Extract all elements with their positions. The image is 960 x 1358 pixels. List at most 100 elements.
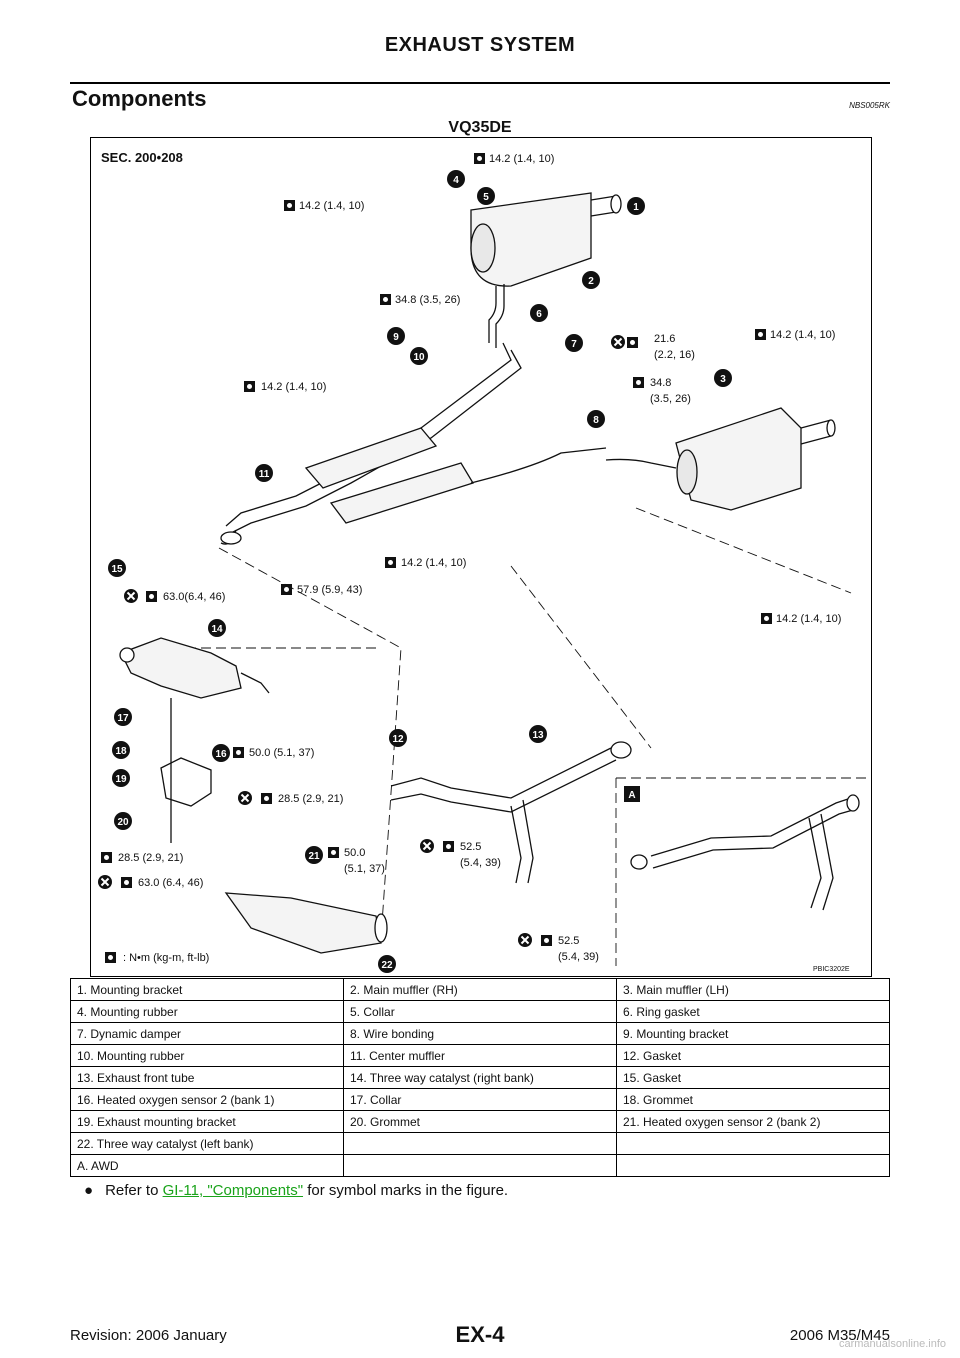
callout-22: 22 [381,960,393,971]
legend-row: 16. Heated oxygen sensor 2 (bank 1)17. C… [70,1088,890,1111]
torque-label: (3.5, 26) [650,393,691,405]
legend-cell: 3. Main muffler (LH) [616,978,890,1001]
torque-label: 50.0 (5.1, 37) [249,747,314,759]
watermark: carmanualsonline.info [838,1338,946,1350]
callout-1: 1 [633,202,639,213]
figure-title: VQ35DE [448,119,512,136]
torque-label: 57.9 (5.9, 43) [297,584,362,596]
header-rule [70,82,890,84]
torque-label: 28.5 (2.9, 21) [118,852,183,864]
callout-5: 5 [483,192,489,203]
legend-cell: 2. Main muffler (RH) [343,978,617,1001]
legend-row: 22. Three way catalyst (left bank) [70,1132,890,1155]
legend-cell: 5. Collar [343,1000,617,1023]
legend-cell: 22. Three way catalyst (left bank) [70,1132,344,1155]
legend-cell: 15. Gasket [616,1066,890,1089]
torque-label: 28.5 (2.9, 21) [278,793,343,805]
torque-label: 52.5 [460,841,481,853]
legend-cell [616,1132,890,1155]
legend-cell [616,1154,890,1177]
callout-9: 9 [393,332,399,343]
callout-12: 12 [392,734,404,745]
section-title: Components [72,86,207,111]
torque-legend: : N•m (kg-m, ft-lb) [123,952,209,964]
callout-18: 18 [115,746,127,757]
legend-cell [343,1132,617,1155]
footer-page-number: EX-4 [455,1322,505,1347]
torque-label: 14.2 (1.4, 10) [770,329,835,341]
legend-cell: 10. Mounting rubber [70,1044,344,1067]
torque-label: 34.8 (3.5, 26) [395,294,460,306]
inset-a-label: A [628,790,635,801]
torque-label: 63.0 (6.4, 46) [138,877,203,889]
callout-6: 6 [536,309,542,320]
torque-label: (2.2, 16) [654,349,695,361]
exhaust-components-figure: SEC. 200•208 [90,137,872,977]
legend-cell: 21. Heated oxygen sensor 2 (bank 2) [616,1110,890,1133]
legend-cell: 20. Grommet [343,1110,617,1133]
legend-cell [343,1154,617,1177]
legend-cell: 1. Mounting bracket [70,978,344,1001]
exhaust-mounting-bracket [160,698,212,843]
callout-7: 7 [571,339,577,350]
rear-muffler-lh [605,407,836,511]
legend-cell: 7. Dynamic damper [70,1022,344,1045]
note-text-before: Refer to [105,1182,163,1199]
torque-label: 63.0(6.4, 46) [163,591,225,603]
callout-3: 3 [720,374,726,385]
torque-label: 14.2 (1.4, 10) [776,613,841,625]
torque-label: 14.2 (1.4, 10) [401,557,466,569]
inset-a-badge [624,786,640,802]
legend-cell: 6. Ring gasket [616,1000,890,1023]
gi-11-components-link[interactable]: GI-11, "Components" [162,1182,304,1199]
callout-16: 16 [215,749,227,760]
callout-11: 11 [259,469,270,480]
footer-revision: Revision: 2006 January [70,1327,227,1344]
callout-21: 21 [308,851,320,862]
torque-label: (5.4, 39) [460,857,501,869]
torque-label: (5.1, 37) [344,863,385,875]
callouts: 1 2 3 4 5 6 7 8 9 10 11 12 13 14 15 16 1… [108,170,732,973]
legend-cell: 8. Wire bonding [343,1022,617,1045]
torque-label: 14.2 (1.4, 10) [299,200,364,212]
legend-cell: 14. Three way catalyst (right bank) [343,1066,617,1089]
callout-4: 4 [453,175,459,186]
torque-label: 14.2 (1.4, 10) [489,153,554,165]
callout-10: 10 [413,352,425,363]
exhaust-diagram-svg: SEC. 200•208 [97,150,871,973]
section-code: NBS005RK [849,101,890,110]
torque-label: (5.4, 39) [558,951,599,963]
footer-model: 2006 M35/M45 [789,1327,890,1344]
legend-cell: 16. Heated oxygen sensor 2 (bank 1) [70,1088,344,1111]
awd-front-tube [630,794,860,911]
callout-13: 13 [532,730,544,741]
legend-cell: 12. Gasket [616,1044,890,1067]
callout-15: 15 [111,564,123,575]
callout-17: 17 [117,713,129,724]
legend-cell: 17. Collar [343,1088,617,1111]
torque-label: 21.6 [654,333,675,345]
torque-label: 52.5 [558,935,579,947]
note: ●Refer to GI-11, "Components" for symbol… [84,1182,508,1199]
legend-row: A. AWD [70,1154,890,1177]
torque-label: 34.8 [650,377,671,389]
callout-8: 8 [593,415,599,426]
torque-label: 14.2 (1.4, 10) [261,381,326,393]
legend-cell: 19. Exhaust mounting bracket [70,1110,344,1133]
torque-label: 50.0 [344,847,365,859]
catalyst-right-bank [119,637,270,699]
callout-2: 2 [588,276,594,287]
callout-19: 19 [115,774,127,785]
sec-ref: SEC. 200•208 [101,150,183,165]
figure-code: PBIC3202E [813,966,850,973]
callout-20: 20 [117,817,129,828]
note-text-after: for symbol marks in the figure. [303,1182,509,1199]
legend-cell: A. AWD [70,1154,344,1177]
